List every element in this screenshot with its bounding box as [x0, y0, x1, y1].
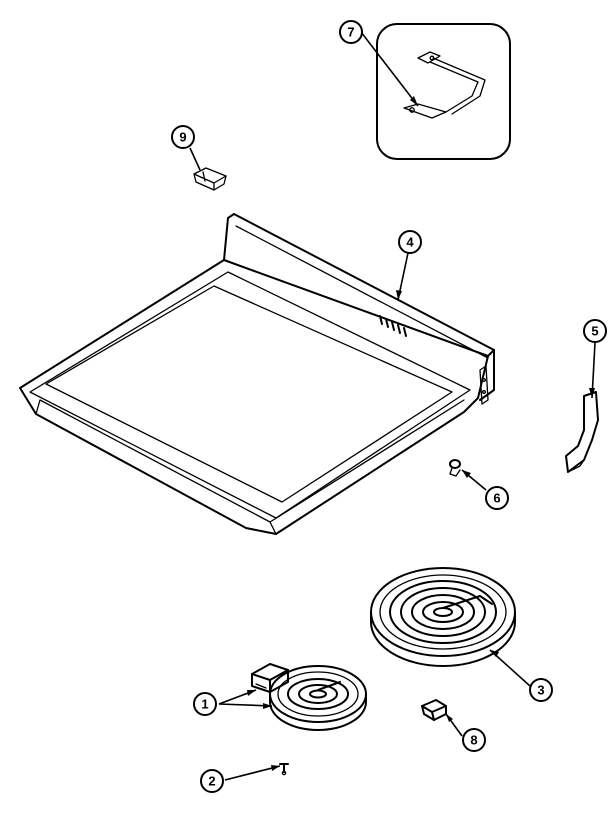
part-6-screw — [449, 459, 461, 477]
callout-9: 9 — [171, 125, 195, 149]
callout-5-label: 5 — [591, 324, 598, 339]
callout-3: 3 — [529, 678, 553, 702]
part-9-clip — [193, 167, 227, 191]
callout-6-label: 6 — [493, 491, 500, 506]
callout-6: 6 — [485, 486, 509, 510]
inset-box — [376, 23, 511, 160]
callout-7: 7 — [339, 20, 363, 44]
part-5-side-trim — [565, 391, 599, 473]
part-7-bracket — [403, 51, 486, 119]
callout-2-label: 2 — [208, 774, 215, 789]
callout-3-label: 3 — [537, 683, 544, 698]
callout-4-label: 4 — [406, 235, 414, 250]
part-2-screw — [279, 763, 289, 776]
part-7-bracket-inset — [376, 23, 511, 160]
terminal-block — [251, 663, 289, 693]
callout-1-label: 1 — [201, 697, 208, 712]
callout-8-label: 8 — [470, 733, 477, 748]
leader-lines — [189, 31, 596, 781]
part-8-bracket — [421, 699, 447, 721]
callout-2: 2 — [200, 769, 224, 793]
callout-7-label: 7 — [347, 25, 354, 40]
callout-5: 5 — [583, 319, 607, 343]
part-3-large-element — [370, 567, 516, 667]
part-4-cooktop — [19, 213, 495, 535]
part-1-small-element — [251, 663, 367, 731]
callout-9-label: 9 — [179, 130, 186, 145]
callout-8: 8 — [462, 728, 486, 752]
callout-4: 4 — [398, 230, 422, 254]
callout-1: 1 — [193, 692, 217, 716]
